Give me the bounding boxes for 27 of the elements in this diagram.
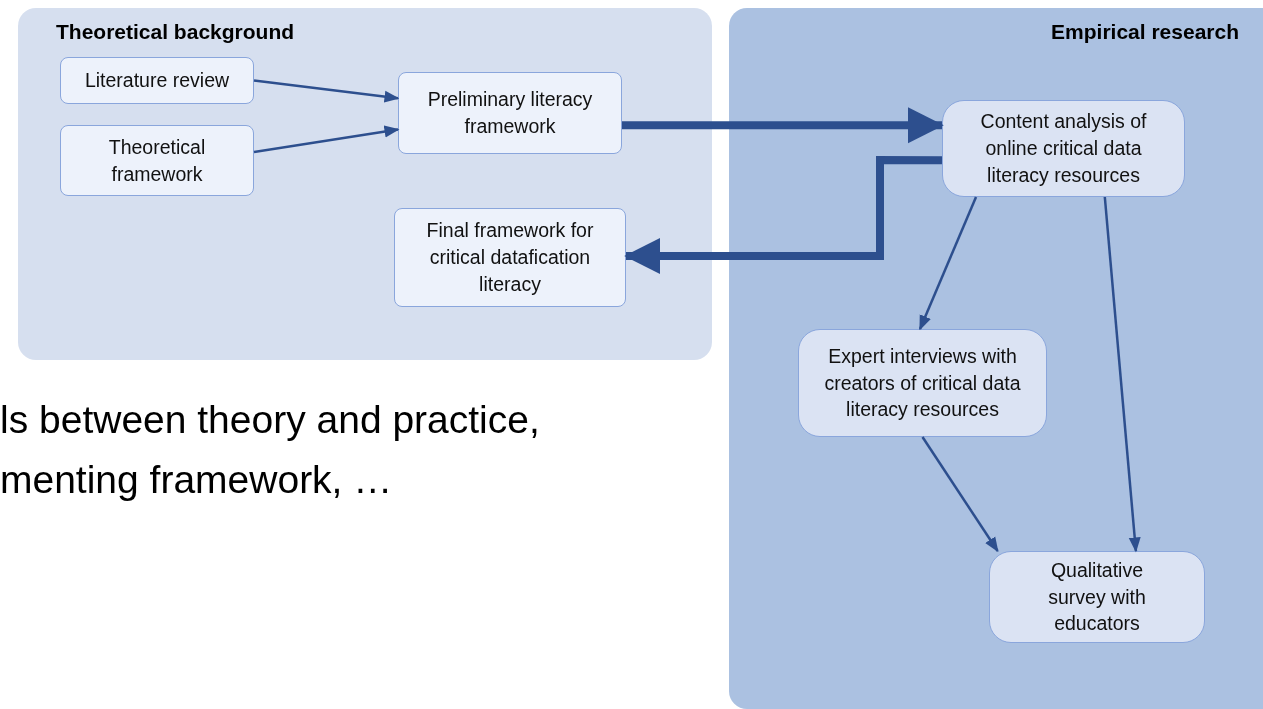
slide-text: menting framework, … xyxy=(0,458,393,502)
process-box xyxy=(60,57,254,104)
panel-heading: Theoretical background xyxy=(56,20,295,44)
process-box xyxy=(394,208,626,307)
box-text: Theoretical framework xyxy=(107,134,207,187)
arrow xyxy=(918,196,978,331)
arrow xyxy=(253,125,400,154)
process-box xyxy=(942,100,1185,197)
box-text: Literature review xyxy=(84,68,230,94)
arrow xyxy=(624,156,942,274)
arrow xyxy=(921,436,999,553)
process-box xyxy=(60,125,254,196)
process-box xyxy=(398,72,622,154)
process-box xyxy=(989,551,1205,643)
slide-text: ls between theory and practice, xyxy=(0,398,540,442)
group-panel xyxy=(18,8,712,360)
panel-heading: Empirical research xyxy=(1051,20,1239,44)
arrow xyxy=(1103,196,1141,553)
box-text: Qualitative survey with educators xyxy=(1047,557,1147,637)
process-box xyxy=(798,329,1047,437)
arrow xyxy=(253,79,400,103)
arrow xyxy=(622,107,944,144)
box-text: Content analysis of online critical data literacy resources xyxy=(979,109,1148,188)
group-panel xyxy=(729,8,1263,709)
box-text: Final framework for critical datafication literacy xyxy=(425,218,595,297)
box-text: Expert interviews with creators of critical data literacy resources xyxy=(823,343,1022,423)
box-text: Preliminary literacy framework xyxy=(426,87,594,139)
